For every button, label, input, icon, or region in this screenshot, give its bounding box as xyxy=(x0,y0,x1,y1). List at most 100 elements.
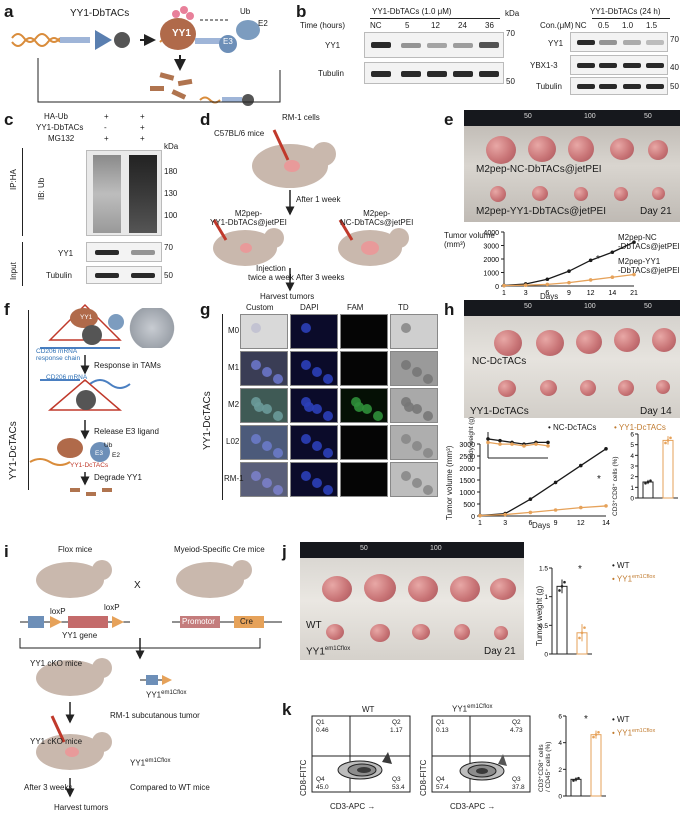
panel-b-rmarker-70: 70 xyxy=(670,35,679,44)
panel-f-mrna: CD206 mRNA xyxy=(46,374,88,381)
cell-1-0-1 xyxy=(262,367,272,377)
panel-k-p2-q1: Q1 xyxy=(436,719,445,726)
panel-i-gene: YY1 gene xyxy=(62,631,98,640)
panel-f-schematic xyxy=(29,303,131,496)
chart-e-series-0-point-6 xyxy=(632,240,636,244)
panel-g-row-3: L02 xyxy=(226,437,240,446)
panel-b-rrow-yy1: YY1 xyxy=(548,39,564,48)
panel-j-legend-cko-text: YY1 xyxy=(616,574,633,584)
panel-d-cells: RM-1 cells xyxy=(282,113,320,122)
cell-3-1-2 xyxy=(323,448,333,458)
panel-e-legend-nc: M2pep-NC -DbTACs@jetPEI xyxy=(618,233,680,251)
panel-g-row-2: M2 xyxy=(228,400,240,409)
panel-b-rlane-2: 1.0 xyxy=(622,21,634,30)
panel-c-kda: kDa xyxy=(164,142,179,151)
chart-h-ytick-label-3: 1500 xyxy=(459,478,475,485)
panel-i-allele2-sup: em1Cflox xyxy=(145,758,171,764)
panel-i-allele-sup: em1Cflox xyxy=(161,690,187,696)
panel-k-p2-v3: 37.8 xyxy=(512,784,525,791)
panel-c-marker-130: 130 xyxy=(164,189,178,198)
panel-f-mrna-chain: CD206 mRNA response chain xyxy=(36,348,81,363)
panel-i-allele: YY1em1Cflox xyxy=(146,690,186,700)
cell-2-1-3 xyxy=(304,402,314,412)
panel-g-col-2: FAM xyxy=(347,303,364,312)
chart-h-series-0-point-5 xyxy=(604,447,608,451)
cell-1-0-2 xyxy=(273,374,283,384)
panel-k-star: * xyxy=(584,714,588,725)
chart-h-inset-series-0-line xyxy=(487,438,548,445)
cell-4-0-2 xyxy=(273,485,283,495)
panel-i-schematic xyxy=(19,560,282,798)
chart-e-xtick-label-2: 6 xyxy=(545,290,549,297)
panel-c-marker-50: 50 xyxy=(164,271,173,280)
panel-g-row-1: M1 xyxy=(228,363,240,372)
cell-3-0-0 xyxy=(251,434,261,444)
chart-j-dot-1-1 xyxy=(580,631,584,635)
panel-c-row-yy1: YY1 xyxy=(58,249,74,258)
chart-h-inset-series-1-point-0 xyxy=(486,440,490,445)
chart-j-ytick-label-3: 1.5 xyxy=(539,566,548,573)
panel-d-right-treat: M2pep- NC-DbTACs@jetPEI xyxy=(340,209,414,227)
panel-k-plot1-title: WT xyxy=(362,705,375,714)
chart-h-xtick-label-4: 12 xyxy=(577,520,585,527)
chart-e-ytick-label-3: 3000 xyxy=(483,244,499,251)
chart-h-series-0-point-2 xyxy=(528,497,533,501)
chart-h-bar-dot-0-2 xyxy=(649,479,652,483)
panel-b-left-header-line xyxy=(370,18,500,19)
panel-i-allele-text: YY1 xyxy=(146,690,162,700)
panel-f-drug: YY1-DcTACs xyxy=(70,462,109,469)
cell-4-0-0 xyxy=(251,471,261,481)
cell-1-3-2 xyxy=(423,374,433,384)
chart-h-bar-ytick-label-4: 4 xyxy=(630,453,634,460)
panel-j-legend-wt: • WT xyxy=(612,561,630,570)
chart-h-inset-series-0-point-0 xyxy=(486,437,490,441)
panel-i-cko: YY1 cKO mice xyxy=(30,659,83,668)
panel-b-left-header: YY1-DbTACs (1.0 μM) xyxy=(372,7,452,16)
chart-e-series-0-point-3 xyxy=(567,269,571,273)
panel-e-ylabel: Tumor volume (mm³) xyxy=(444,231,495,249)
chart-j-dot-0-0 xyxy=(558,589,561,592)
chart-h-series-1-point-2 xyxy=(528,510,533,515)
panel-f-e3: E3 xyxy=(95,450,103,457)
panel-e-star: * xyxy=(596,254,600,265)
micrograph-0-1 xyxy=(290,314,338,349)
chart-j-ytick-label-0: 0 xyxy=(544,652,548,659)
panel-f-step3: Degrade YY1 xyxy=(94,473,142,482)
micrograph-4-3 xyxy=(390,462,438,497)
micrograph-1-1 xyxy=(290,351,338,386)
chart-e-series-0-point-2 xyxy=(545,277,550,282)
chart-h-inset-series-1-point-5 xyxy=(546,444,550,448)
panel-f-side-label: YY1-DcTACs xyxy=(8,421,19,480)
panel-k-flow-plot1 xyxy=(311,715,411,793)
panel-b-rblot-tubulin xyxy=(570,77,668,95)
panel-d-injection: Injection twice a week xyxy=(248,264,294,282)
panel-b-lane-2: 12 xyxy=(431,21,440,30)
panel-k-legend-cko: • YY1em1Cflox xyxy=(612,728,656,738)
panel-h-bodyweight-inset xyxy=(486,432,550,459)
panel-c-input-bracket xyxy=(22,242,23,286)
cell-2-1-2 xyxy=(323,411,333,421)
panel-a-e2-label: E2 xyxy=(258,19,268,28)
panel-i-cko2: YY1 cKO mice xyxy=(30,737,83,746)
micrograph-1-3 xyxy=(390,351,438,386)
chart-h-series-0-point-4 xyxy=(579,463,583,468)
chart-h-series-1-point-4 xyxy=(579,505,583,510)
panel-k-p2-q4: Q4 xyxy=(436,776,445,783)
chart-e-series-1-point-2 xyxy=(545,282,550,287)
panel-k-xlabel-1: CD3-APC → xyxy=(330,802,376,811)
panel-f-e2: E2 xyxy=(112,452,120,459)
panel-k-xlabel-1-text: CD3-APC xyxy=(330,802,366,811)
panel-c-cond-1: YY1-DbTACs xyxy=(36,123,84,132)
chart-h-bar-dot-1-2 xyxy=(669,436,672,440)
panel-i-harvest: Harvest tumors xyxy=(54,803,109,812)
cell-3-3-0 xyxy=(401,434,411,444)
chart-e-ytick-label-0: 0 xyxy=(495,284,499,291)
chart-j-ytick-label-1: 0.5 xyxy=(539,623,548,630)
panel-f-yy1: YY1 xyxy=(80,314,93,321)
panel-i-allele2: YY1em1Cflox xyxy=(130,758,170,768)
panel-b-rlane-1: 0.5 xyxy=(598,21,610,30)
chart-h-inset-series-0-point-1 xyxy=(498,438,502,443)
cell-3-0-2 xyxy=(273,448,283,458)
chart-k-ytick-label-1: 2 xyxy=(558,767,562,774)
